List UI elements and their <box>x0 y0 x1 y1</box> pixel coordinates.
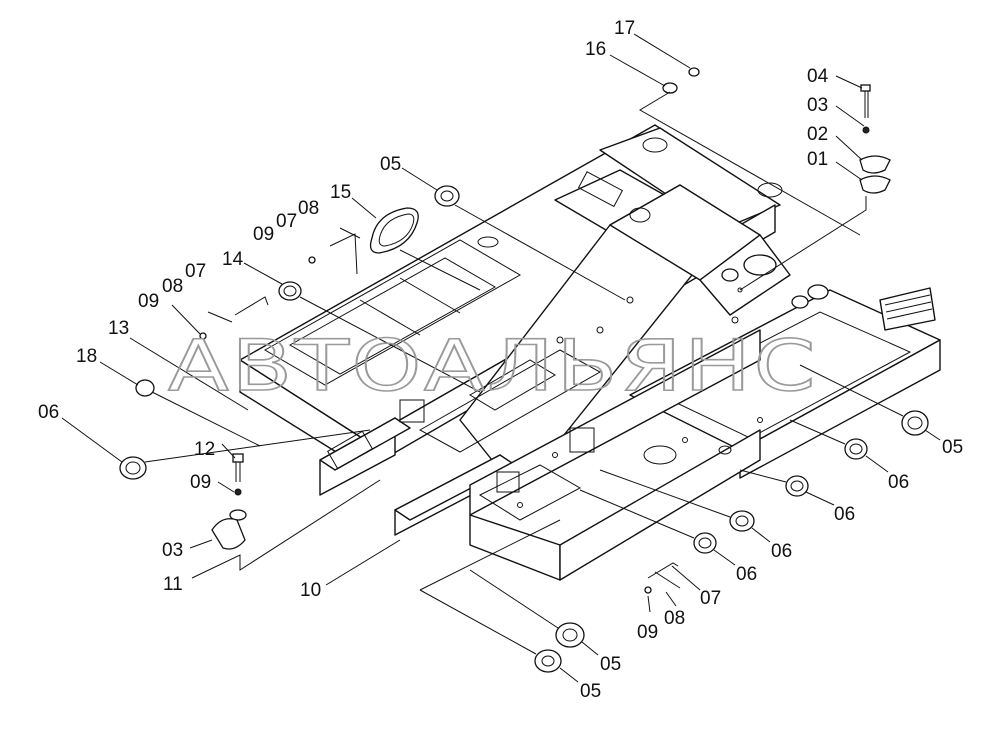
callout-label: 07 <box>700 588 721 609</box>
callout-label: 09 <box>637 622 658 643</box>
callout-label: 05 <box>600 654 621 675</box>
callout-label: 13 <box>108 318 129 339</box>
callout-label: 03 <box>807 95 828 116</box>
watermark: АВТОАЛЬЯНС <box>168 325 818 407</box>
callout-label: 17 <box>614 18 635 39</box>
callout-label: 05 <box>580 681 601 702</box>
callout-label: 03 <box>162 540 183 561</box>
callout-label: 11 <box>163 574 183 595</box>
callout-label: 18 <box>76 346 97 367</box>
callout-label: 08 <box>298 198 319 219</box>
callout-label: 08 <box>664 608 685 629</box>
callout-label: 15 <box>330 182 351 203</box>
loose-parts <box>119 67 929 673</box>
callout-label: 07 <box>185 261 206 282</box>
callout-label: 09 <box>253 224 274 245</box>
callout-label: 12 <box>194 439 215 460</box>
callout-label: 06 <box>38 402 59 423</box>
upper-frame-assembly <box>239 124 941 581</box>
callout-label: 09 <box>138 291 159 312</box>
callout-label: 01 <box>807 149 828 170</box>
callout-label: 05 <box>380 154 401 175</box>
callout-labels: 17 16 04 03 02 01 05 15 08 07 09 14 07 0… <box>38 18 963 702</box>
callout-label: 06 <box>834 504 855 525</box>
callout-label: 07 <box>276 211 297 232</box>
callout-label: 09 <box>190 472 211 493</box>
callout-label: 06 <box>736 564 757 585</box>
leader-lines <box>61 33 941 683</box>
callout-label: 14 <box>222 249 244 270</box>
callout-label: 04 <box>807 66 829 87</box>
callout-label: 10 <box>300 580 321 601</box>
callout-label: 06 <box>888 472 909 493</box>
callout-label: 06 <box>771 541 792 562</box>
callout-label: 05 <box>942 437 963 458</box>
callout-label: 16 <box>585 39 606 60</box>
callout-label: 02 <box>807 124 828 145</box>
callout-label: 08 <box>162 276 183 297</box>
